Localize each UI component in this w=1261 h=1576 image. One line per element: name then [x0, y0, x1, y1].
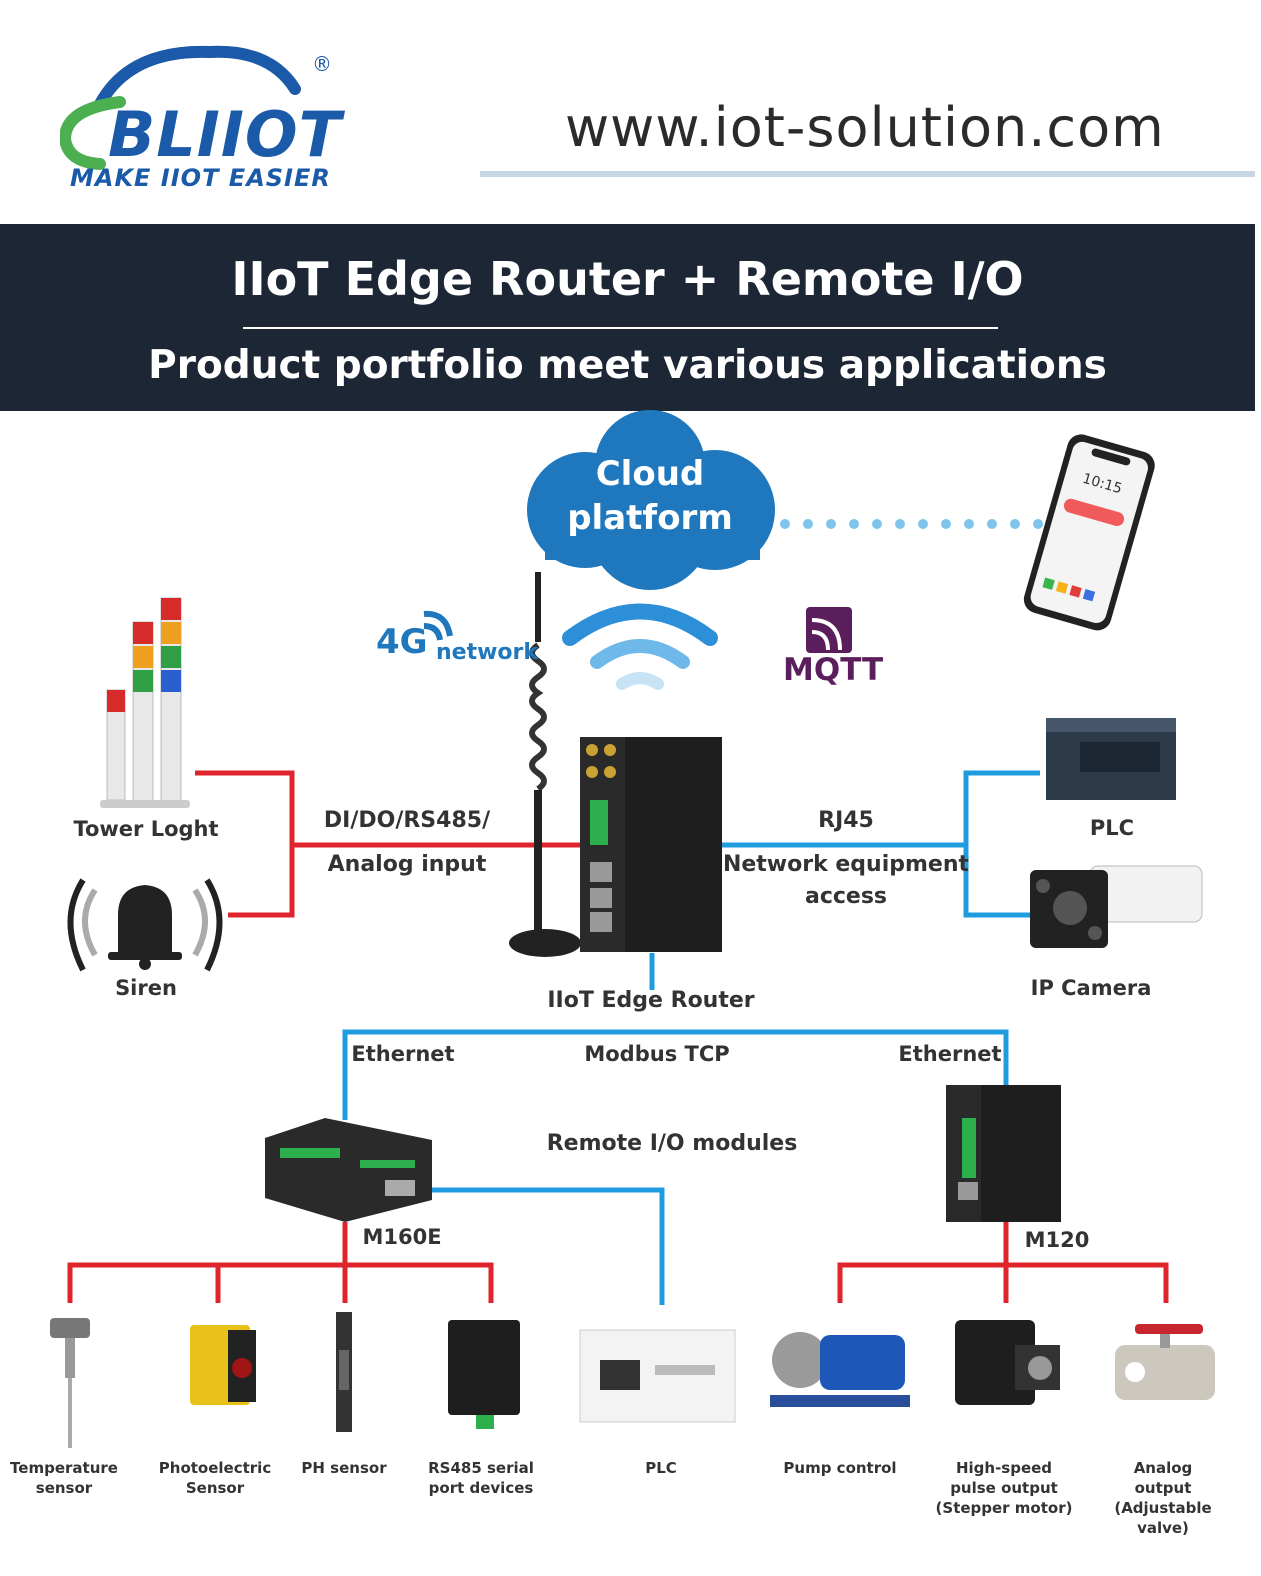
ph-sensor-label-1: PH sensor [301, 1459, 387, 1477]
stepper-motor-label-2: pulse output [950, 1479, 1058, 1497]
url-underline [480, 171, 1255, 177]
edge-router-device [580, 737, 722, 952]
website-url[interactable]: www.iot-solution.com [565, 96, 1165, 159]
pump-control-label: Pump control [783, 1458, 896, 1478]
temperature-sensor-label-2: sensor [35, 1479, 93, 1497]
banner-subtitle: Product portfolio meet various applicati… [148, 343, 1107, 388]
photoelectric-sensor-label-2: Sensor [185, 1479, 245, 1497]
plc-device-icon [1046, 718, 1176, 800]
remote-io-label: Remote I/O modules [546, 1131, 798, 1156]
temperature-sensor-icon [50, 1318, 90, 1448]
stepper-motor-label: High-speed pulse output (Stepper motor) [936, 1458, 1073, 1518]
analog-valve-label: Analog output (Adjustable valve) [1114, 1458, 1212, 1538]
m160e-module-device [265, 1118, 432, 1222]
rs485-device-label-2: port devices [428, 1479, 534, 1497]
cloud-icon [527, 410, 775, 590]
stepper-motor-label-1: High-speed [955, 1459, 1053, 1477]
analog-valve-label-1: Analog output [1133, 1459, 1193, 1497]
plc-bottom-label-1: PLC [645, 1459, 677, 1477]
cloud-phone-dotted-link [780, 519, 1043, 529]
edge-router-label: IIoT Edge Router [547, 988, 755, 1013]
bottom-red-wiring [67, 1222, 1169, 1303]
registered-mark: ® [312, 52, 332, 76]
cellular-4g-label: 4G [376, 622, 428, 662]
mqtt-label: MQTT [783, 652, 884, 688]
ph-sensor-label: PH sensor [301, 1458, 386, 1478]
temperature-sensor-label: Temperature sensor [10, 1458, 118, 1498]
router-right-link-label-3: access [804, 884, 888, 909]
antenna-icon [509, 572, 581, 957]
analog-valve-label-2: (Adjustable valve) [1114, 1499, 1212, 1537]
bus-left-ethernet-label: Ethernet [351, 1042, 455, 1066]
ph-sensor-icon [336, 1312, 352, 1432]
plc-bottom-label: PLC [645, 1458, 677, 1478]
cloud-label: Cloud platform [555, 452, 745, 540]
cellular-network-label: network [436, 640, 539, 665]
logo-tagline: MAKE IIOT EASIER [70, 164, 331, 192]
logo-swoosh-icon [58, 45, 301, 170]
banner-divider [243, 327, 998, 329]
smartphone-icon [1023, 434, 1155, 631]
plc-bottom-icon [579, 1329, 736, 1423]
pump-control-label-1: Pump control [783, 1459, 897, 1477]
banner-title: IIoT Edge Router + Remote I/O [231, 252, 1024, 306]
rs485-device-icon [448, 1320, 520, 1429]
photoelectric-sensor-label-1: Photoelectric [158, 1459, 272, 1477]
wifi-icon [562, 603, 718, 690]
photoelectric-sensor-icon [190, 1325, 256, 1405]
photoelectric-sensor-label: Photoelectric Sensor [159, 1458, 271, 1498]
right-blue-wiring [722, 770, 1040, 918]
plc-label: PLC [1089, 816, 1135, 840]
m120-label: M120 [1024, 1228, 1090, 1252]
m160e-label: M160E [362, 1225, 442, 1249]
router-right-link-label-1: RJ45 [818, 808, 874, 833]
ethernet-bus-wiring [342, 953, 1009, 1305]
router-right-link-label-2: Network equipment [722, 852, 970, 877]
m120-module-device [946, 1085, 1061, 1222]
temperature-sensor-label-1: Temperature [10, 1459, 118, 1477]
cloud-label-line2: platform [567, 498, 733, 538]
adjustable-valve-icon [1115, 1324, 1215, 1400]
ip-camera-icon [1030, 865, 1203, 948]
cloud-label-line1: Cloud [595, 454, 705, 494]
tower-light-icon [100, 597, 190, 808]
logo-wordmark: BLIIOT [108, 98, 342, 171]
stepper-motor-label-3: (Stepper motor) [935, 1499, 1073, 1517]
tower-light-label: Tower Loght [73, 817, 219, 841]
siren-bell-icon [67, 878, 223, 972]
router-left-link-label-2: Analog input [327, 852, 487, 877]
rs485-device-label-1: RS485 serial [428, 1459, 534, 1477]
brand-logo: BLIIOT ® MAKE IIOT EASIER [58, 44, 350, 204]
pump-icon [770, 1332, 910, 1407]
siren-label: Siren [115, 976, 177, 1000]
mqtt-icon [806, 607, 852, 653]
left-red-wiring [195, 770, 580, 918]
bus-modbus-label: Modbus TCP [584, 1042, 730, 1066]
router-left-link-label-1: DI/DO/RS485/ [323, 808, 491, 833]
rs485-device-label: RS485 serial port devices [428, 1458, 534, 1498]
bus-right-ethernet-label: Ethernet [898, 1042, 1002, 1066]
title-banner [0, 224, 1255, 411]
stepper-motor-icon [955, 1320, 1060, 1405]
cellular-signal-icon [423, 610, 453, 641]
ip-camera-label: IP Camera [1030, 976, 1152, 1000]
